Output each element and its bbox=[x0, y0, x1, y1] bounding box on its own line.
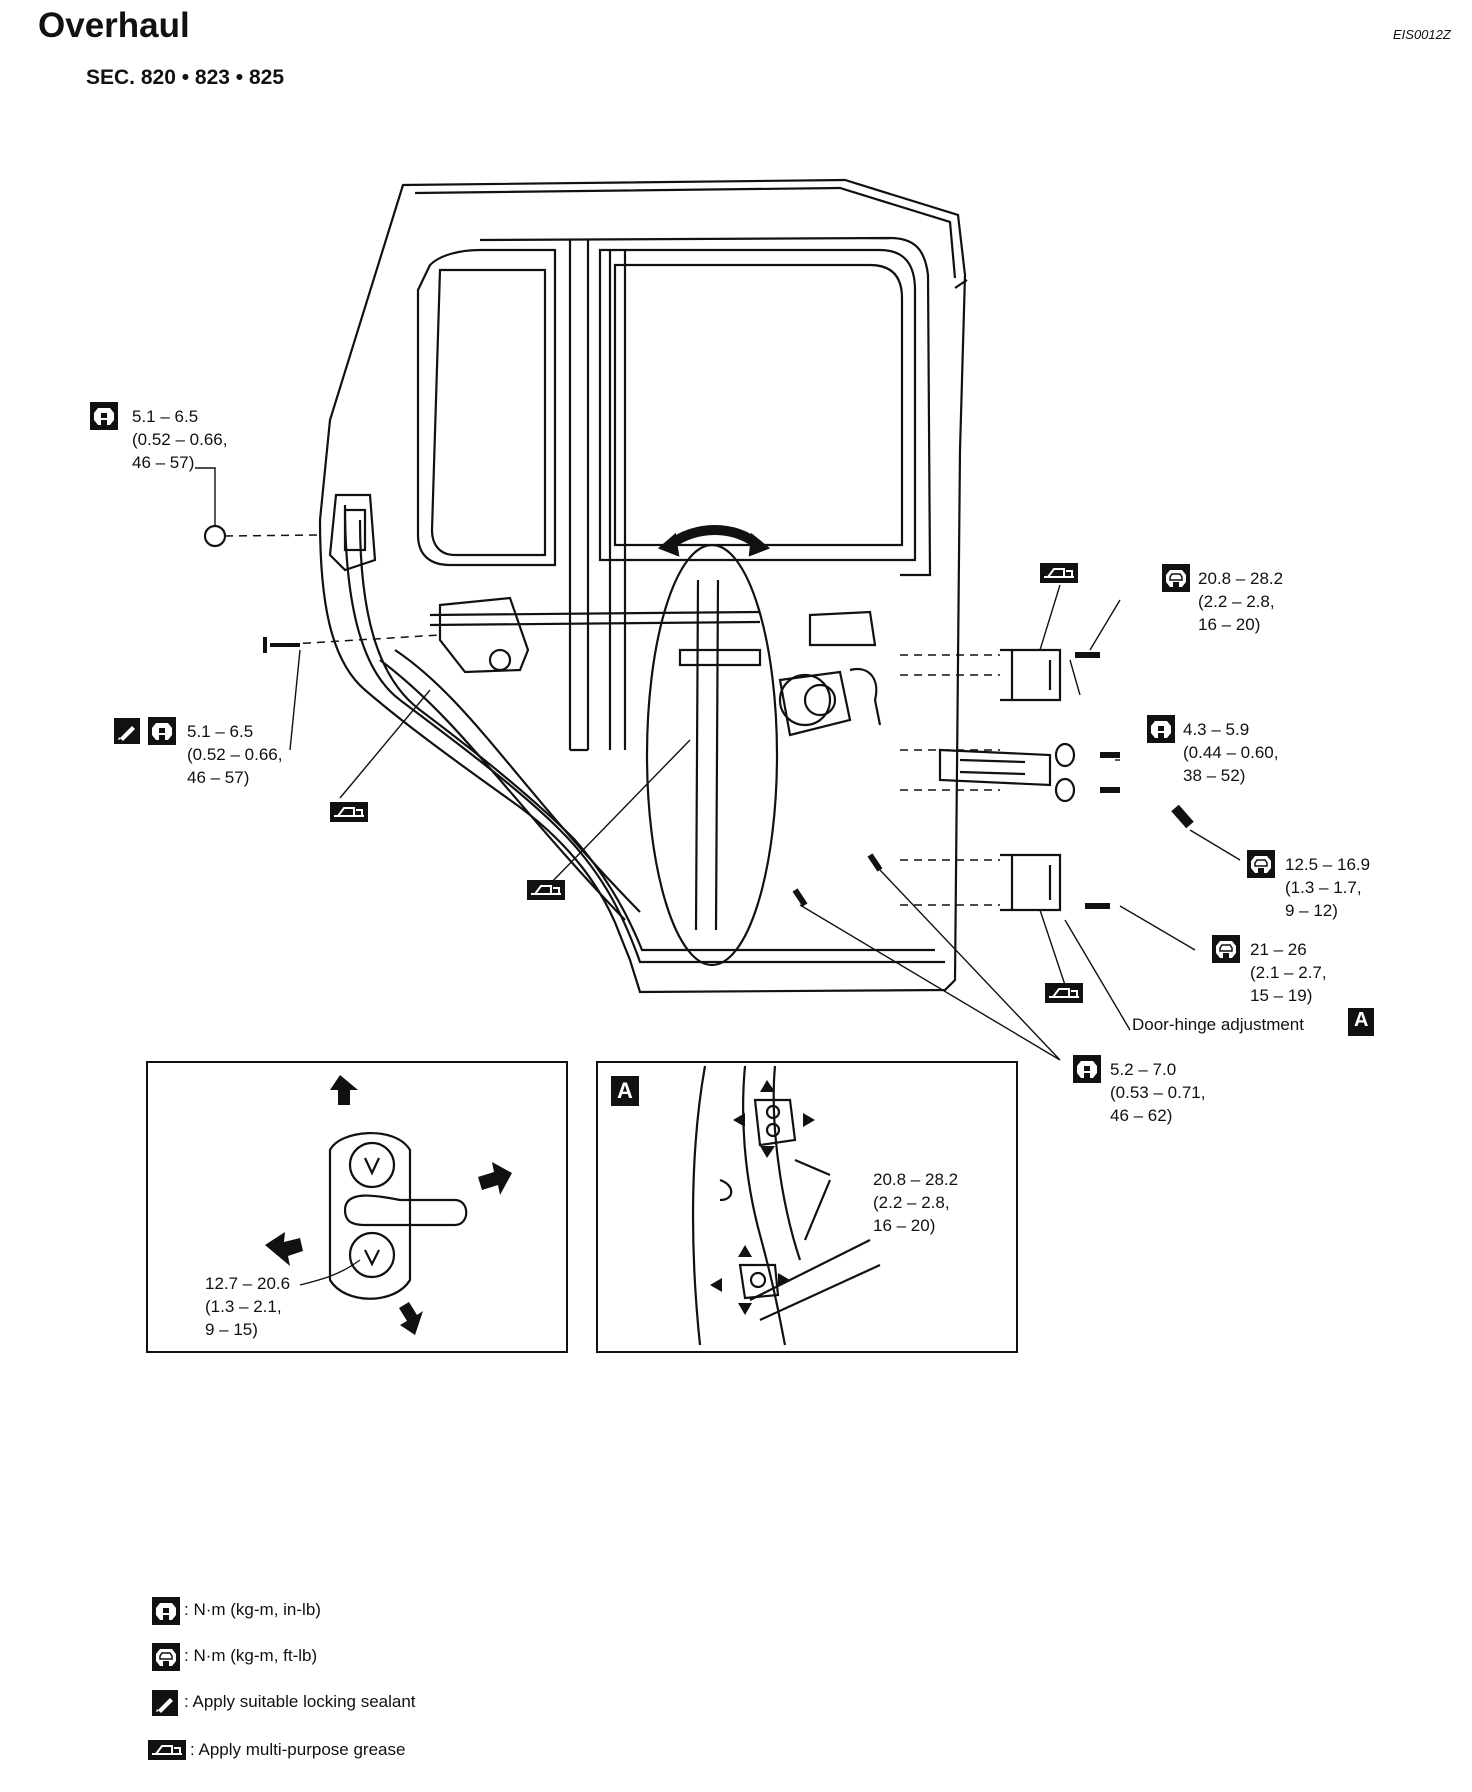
legend-torque-in-lb: : N·m (kg-m, in-lb) bbox=[184, 1600, 321, 1619]
ref-a-box-inset bbox=[611, 1076, 639, 1106]
torque-callout-regulator-bolts: 5.2 – 7.0(0.53 – 0.71,46 – 62) bbox=[1110, 1060, 1206, 1125]
torque-callout-door-check-nut: 5.1 – 6.5(0.52 – 0.66,46 – 57) bbox=[132, 407, 228, 472]
grease-icon bbox=[526, 879, 566, 901]
sealant-icon bbox=[114, 718, 140, 744]
legend-sealant: : Apply suitable locking sealant bbox=[184, 1692, 416, 1711]
torque-callout-latch-screw: 5.1 – 6.5(0.52 – 0.66,46 – 57) bbox=[187, 722, 283, 787]
torque-ft-lb-icon bbox=[1246, 849, 1276, 879]
torque-ft-lb-icon bbox=[1161, 563, 1191, 593]
legend-grease-icon bbox=[147, 1739, 187, 1761]
grease-icon bbox=[1044, 982, 1084, 1004]
figure-code: EIS0012Z bbox=[1393, 27, 1451, 42]
section-number: SEC. 820 • 823 • 825 bbox=[86, 66, 285, 89]
torque-callout-lower-hinge: 21 – 26(2.1 – 2.7,15 – 19) bbox=[1250, 940, 1327, 1005]
page-title: Overhaul bbox=[38, 6, 190, 45]
torque-in-lb-icon bbox=[1147, 715, 1175, 743]
torque-in-lb-icon bbox=[90, 402, 118, 430]
hinge-inset bbox=[596, 1061, 1018, 1353]
ref-a-inset-label: A bbox=[617, 1078, 633, 1103]
torque-callout-upper-hinge: 20.8 – 28.2(2.2 – 2.8,16 – 20) bbox=[1198, 569, 1284, 634]
grease-icon bbox=[329, 801, 369, 823]
legend-sealant-icon bbox=[152, 1690, 178, 1716]
torque-callout-hinge-inset: 20.8 – 28.2(2.2 – 2.8,16 – 20) bbox=[873, 1170, 959, 1235]
torque-ft-lb-icon bbox=[1211, 934, 1241, 964]
torque-callout-check-link: 4.3 – 5.9(0.44 – 0.60,38 – 52) bbox=[1183, 720, 1279, 785]
ref-a-box bbox=[1348, 1008, 1374, 1036]
legend-grease: : Apply multi-purpose grease bbox=[190, 1740, 406, 1759]
legend-torque-ft-lb-icon bbox=[151, 1642, 181, 1672]
grease-icon bbox=[1039, 562, 1079, 584]
legend-torque-ft-lb: : N·m (kg-m, ft-lb) bbox=[184, 1646, 318, 1665]
door-hinge-adjustment-label: Door-hinge adjustment bbox=[1132, 1015, 1304, 1034]
torque-in-lb-icon bbox=[1073, 1055, 1101, 1083]
legend-torque-in-lb-icon bbox=[152, 1597, 180, 1625]
striker-inset bbox=[146, 1061, 568, 1353]
ref-a-label: A bbox=[1354, 1009, 1369, 1031]
torque-callout-striker: 12.7 – 20.6(1.3 – 2.1,9 – 15) bbox=[205, 1274, 291, 1339]
torque-callout-check-link-bolt: 12.5 – 16.9(1.3 – 1.7,9 – 12) bbox=[1285, 855, 1371, 920]
torque-in-lb-icon bbox=[148, 717, 176, 745]
